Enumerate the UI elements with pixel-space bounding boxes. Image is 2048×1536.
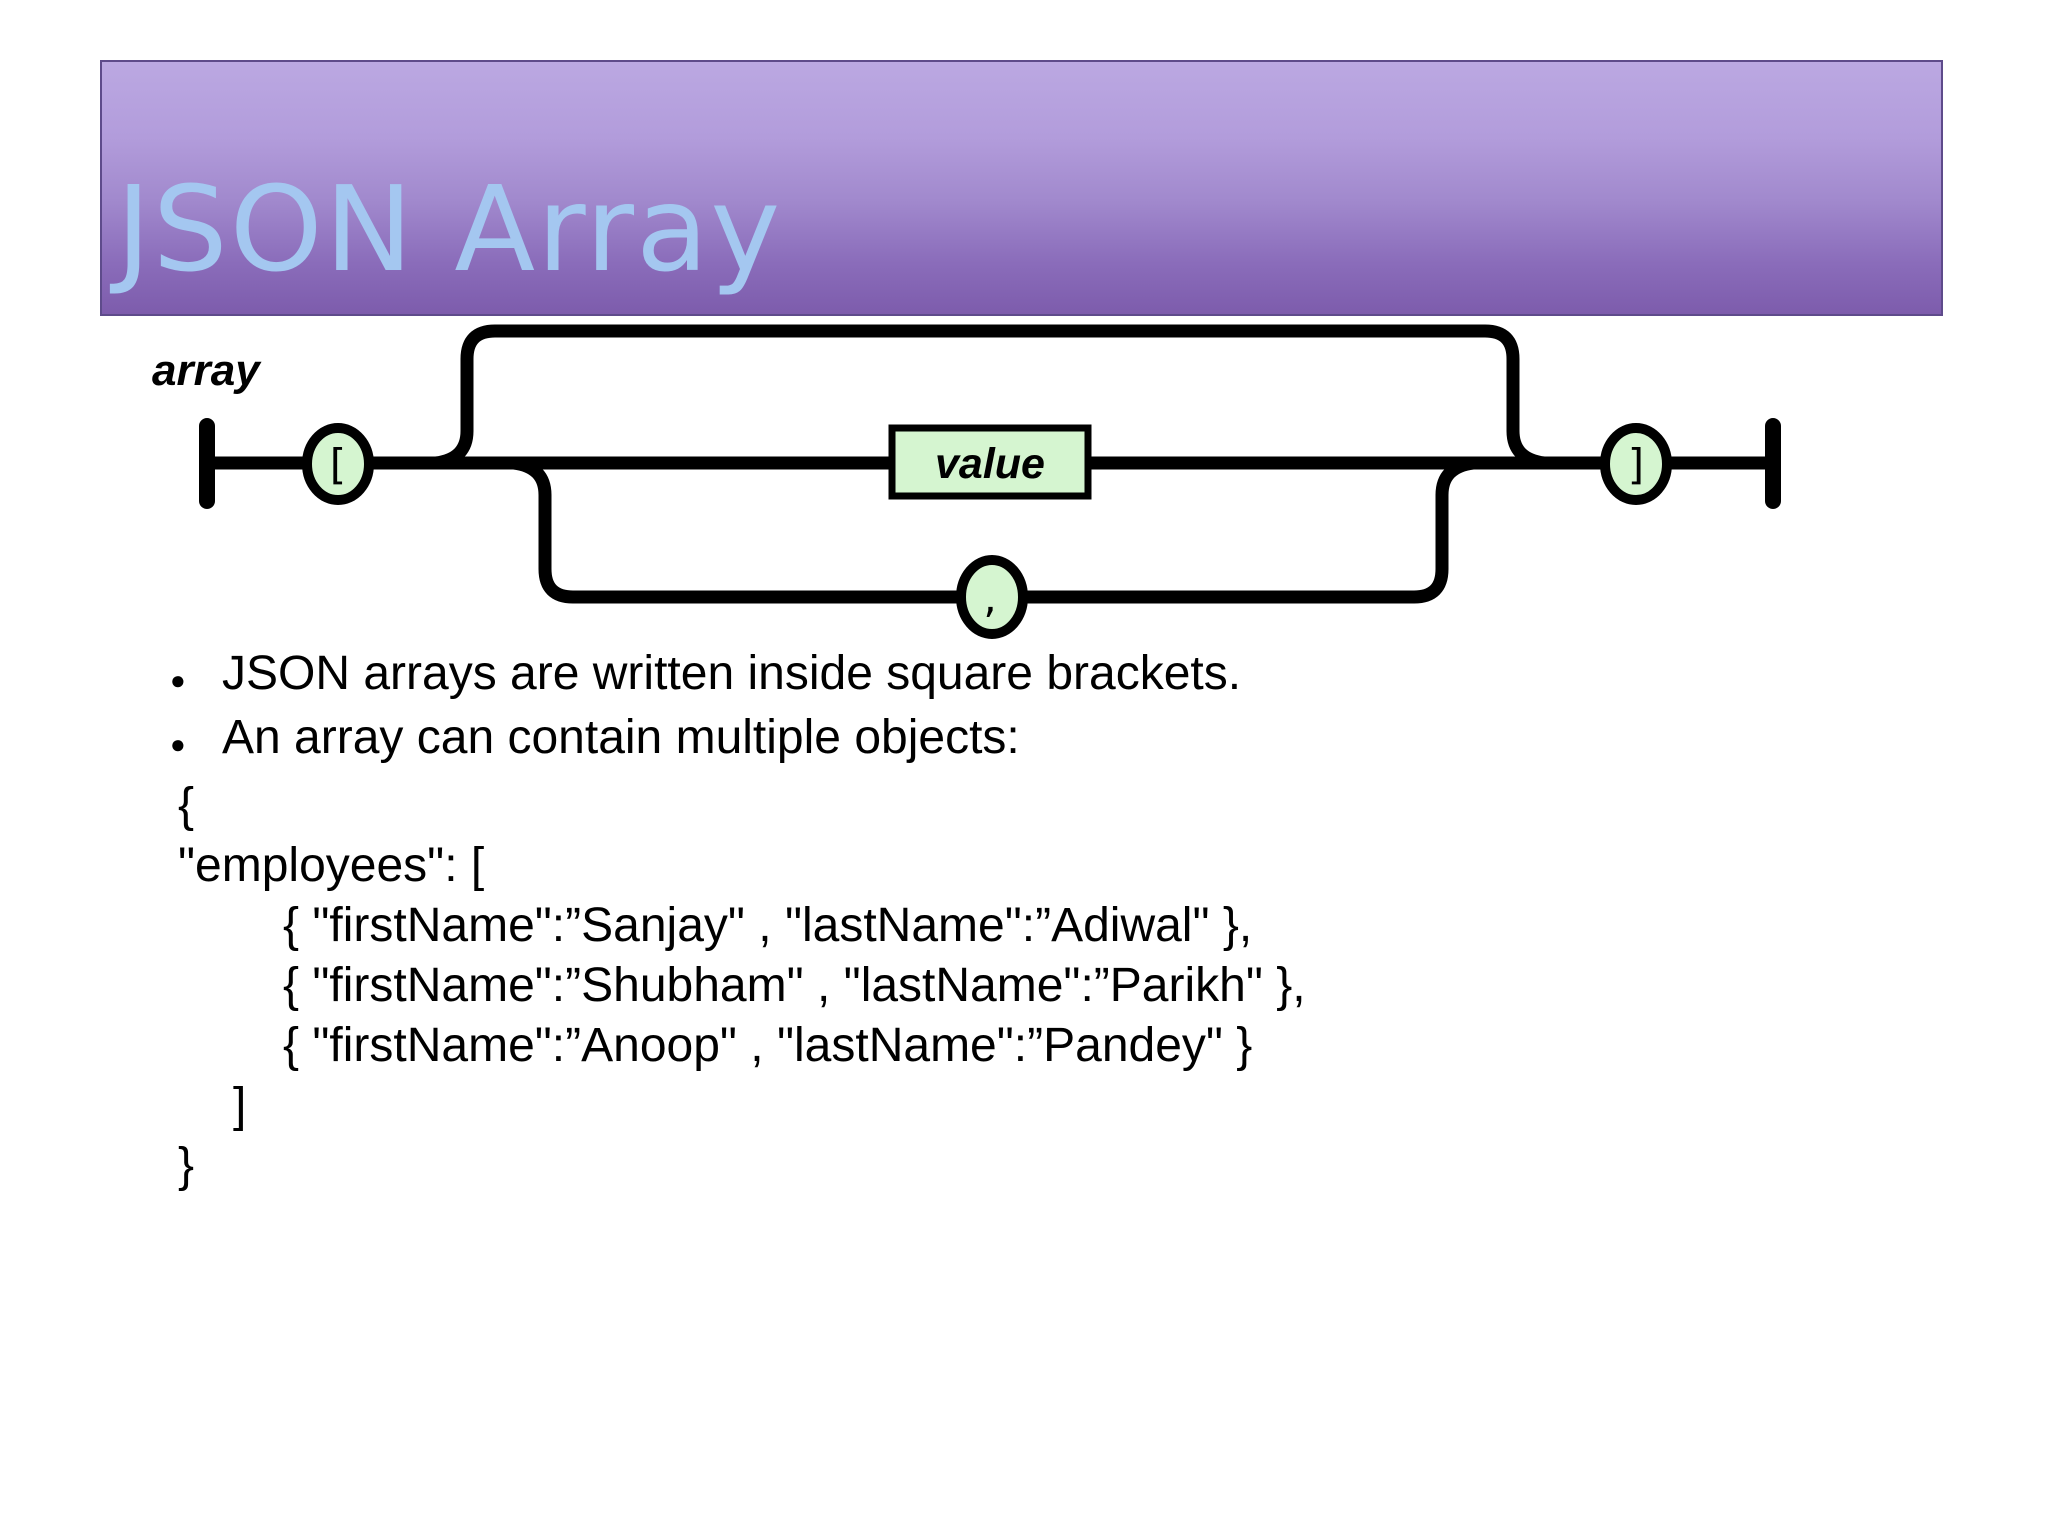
bullet-icon: ● [170, 729, 186, 759]
code-line: } [178, 1139, 195, 1192]
bypass-loop [434, 324, 1546, 470]
list-item: ● An array can contain multiple objects: [170, 710, 1241, 774]
code-line: { "firstName":”Shubham" , "lastName":”Pa… [283, 959, 1306, 1012]
bullet-icon: ● [170, 665, 186, 695]
code-line: { "firstName":”Sanjay" , "lastName":”Adi… [283, 899, 1253, 952]
slide-header: JSON Array [100, 60, 1943, 316]
bullet-text: An array can contain multiple objects: [222, 711, 1020, 764]
code-example: { "employees": [ { "firstName":”Sanjay" … [178, 776, 1306, 1196]
comma-node [956, 555, 1028, 639]
list-item: ● JSON arrays are written inside square … [170, 646, 1241, 710]
code-line: ] [233, 1079, 247, 1132]
value-label: value [935, 440, 1045, 488]
close-bracket-node [1600, 423, 1672, 505]
value-node [888, 424, 1092, 500]
railroad-diagram: array [ value , ] [152, 324, 1781, 639]
comma-label: , [983, 573, 996, 622]
code-line: "employees": [ [178, 839, 485, 892]
diagram-label-array: array [152, 346, 262, 395]
code-line: { "firstName":”Anoop" , "lastName":”Pand… [283, 1019, 1253, 1072]
open-bracket-label: [ [330, 440, 346, 489]
page-title: JSON Array [116, 160, 783, 298]
bullet-text: JSON arrays are written inside square br… [222, 647, 1242, 700]
close-bracket-label: ] [1628, 440, 1644, 489]
code-line: { [178, 779, 195, 832]
open-bracket-node [302, 423, 374, 505]
bullet-list: ● JSON arrays are written inside square … [170, 646, 1241, 774]
